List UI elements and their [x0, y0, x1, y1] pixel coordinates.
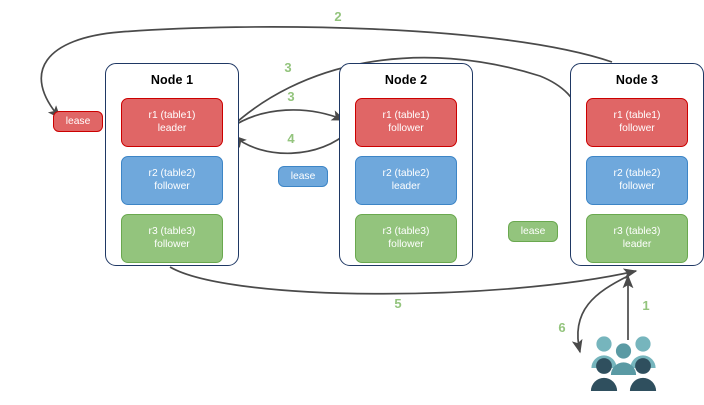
node-box-2[interactable]: Node 2 r1 (table1) follower r2 (table2) … — [339, 63, 473, 266]
lease-badge-r2[interactable]: lease — [278, 166, 328, 187]
step-text: 3 — [287, 89, 295, 104]
step-label-6: 6 — [554, 320, 570, 335]
node-box-3[interactable]: Node 3 r1 (table1) follower r2 (table2) … — [570, 63, 704, 266]
edge-step-2 — [40, 26, 613, 120]
step-label-2: 2 — [330, 9, 346, 24]
lease-badge-r3[interactable]: lease — [508, 221, 558, 242]
replica-r2-node3[interactable]: r2 (table2) follower — [586, 156, 688, 205]
step-text: 1 — [642, 298, 650, 313]
step-label-3-lower: 3 — [283, 89, 299, 104]
replica-line2: leader — [622, 238, 652, 250]
replica-r3-node2[interactable]: r3 (table3) follower — [355, 214, 457, 263]
replica-line1: r2 (table2) — [613, 167, 661, 179]
replica-line1: r3 (table3) — [613, 225, 661, 237]
step-text: 3 — [284, 60, 292, 75]
replica-line1: r1 (table1) — [148, 109, 196, 121]
replica-line1: r1 (table1) — [382, 109, 430, 121]
edge-step-5 — [169, 266, 638, 295]
replica-line2: follower — [388, 238, 424, 250]
lease-label: lease — [520, 226, 546, 237]
node-title: Node 1 — [150, 73, 194, 87]
replica-line1: r1 (table1) — [613, 109, 661, 121]
replica-line1: r3 (table3) — [382, 225, 430, 237]
users-icon — [590, 336, 657, 391]
replica-line1: r3 (table3) — [148, 225, 196, 237]
replica-r3-node1[interactable]: r3 (table3) follower — [121, 214, 223, 263]
replica-line2: follower — [154, 238, 190, 250]
replica-line2: follower — [154, 180, 190, 192]
node-title: Node 3 — [615, 73, 659, 87]
replica-line2: follower — [388, 122, 424, 134]
edge-step-3-node2 — [225, 109, 346, 132]
step-label-1: 1 — [638, 298, 654, 313]
edge-step-4 — [232, 129, 351, 155]
lease-label: lease — [65, 116, 91, 127]
edge-step-3-node3 — [225, 56, 582, 133]
lease-badge-r1[interactable]: lease — [53, 111, 103, 132]
step-label-3-upper: 3 — [280, 60, 296, 75]
replica-r2-node2[interactable]: r2 (table2) leader — [355, 156, 457, 205]
users-front-row — [590, 358, 657, 391]
lease-label: lease — [290, 171, 316, 182]
replica-r3-node3[interactable]: r3 (table3) leader — [586, 214, 688, 263]
step-text: 5 — [394, 296, 402, 311]
replica-r1-node2[interactable]: r1 (table1) follower — [355, 98, 457, 147]
node-title: Node 2 — [384, 73, 428, 87]
step-label-4: 4 — [283, 131, 299, 146]
replica-line2: follower — [619, 180, 655, 192]
step-text: 2 — [334, 9, 342, 24]
replica-line2: leader — [391, 180, 421, 192]
replica-r2-node1[interactable]: r2 (table2) follower — [121, 156, 223, 205]
replica-line2: follower — [619, 122, 655, 134]
step-text: 4 — [287, 131, 295, 146]
replica-line1: r2 (table2) — [148, 167, 196, 179]
replica-line2: leader — [157, 122, 187, 134]
users-middle — [610, 343, 637, 375]
replica-r1-node3[interactable]: r1 (table1) follower — [586, 98, 688, 147]
edge-step-6 — [571, 275, 629, 354]
replica-r1-node1[interactable]: r1 (table1) leader — [121, 98, 223, 147]
step-text: 6 — [558, 320, 566, 335]
node-box-1[interactable]: Node 1 r1 (table1) leader r2 (table2) fo… — [105, 63, 239, 266]
step-label-5: 5 — [390, 296, 406, 311]
replica-line1: r2 (table2) — [382, 167, 430, 179]
